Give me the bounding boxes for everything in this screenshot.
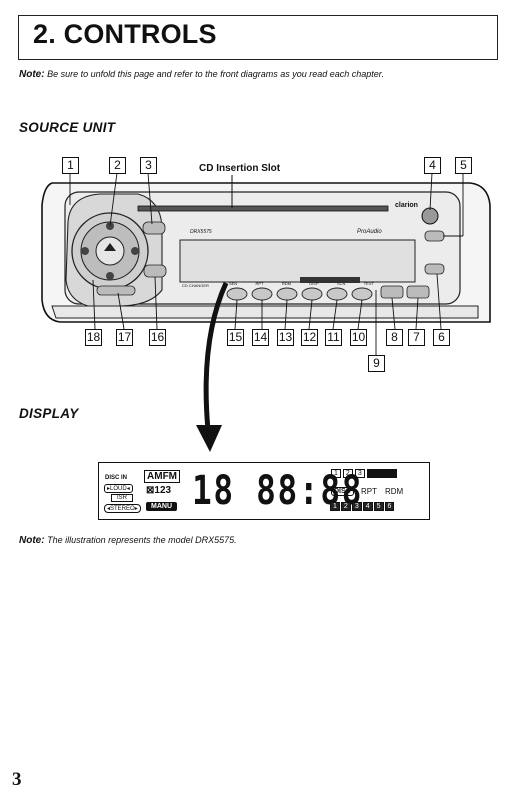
disc-box-5: 5: [373, 502, 384, 511]
preset-number-text: 123: [154, 485, 172, 496]
cd-insertion-slot-label: CD Insertion Slot: [199, 163, 281, 174]
note-bottom-text: The illustration represents the model DR…: [47, 535, 237, 545]
loud-indicator: ▸LOUD◂: [104, 484, 133, 493]
preset-number: ⊠123: [146, 485, 172, 496]
button-label-rpt: RPT: [255, 281, 264, 286]
button-label-rdm: RDM: [281, 281, 291, 286]
disc-box-2: 2: [340, 502, 351, 511]
callout-3: 3: [140, 157, 157, 174]
disc-box-6: 6: [384, 502, 395, 511]
callout-15: 15: [227, 329, 244, 346]
disc-indicator: DISC: [331, 487, 354, 496]
callout-11: 11: [325, 329, 342, 346]
stereo-text: STEREO: [110, 506, 135, 512]
callout-12: 12: [301, 329, 318, 346]
button-label-sen: SEN: [229, 281, 238, 286]
callout-2: 2: [109, 157, 126, 174]
callout-9: 9: [368, 355, 385, 372]
note-top-label: Note:: [19, 69, 45, 80]
note-top: Note: Be sure to unfold this page and re…: [19, 69, 384, 80]
button-label-scn: SCN: [336, 281, 346, 286]
cd-indicator-icon: [366, 469, 397, 478]
model-label: DRX5575: [190, 229, 212, 235]
display-panel: DISC IN ▸LOUD◂ ISR ◂STEREO▸ AMFM ⊠123 MA…: [98, 462, 430, 520]
sub-brand-label: ProAudio: [357, 229, 382, 235]
callout-13: 13: [277, 329, 294, 346]
fm-text: FM: [162, 471, 178, 482]
disc-box-3: 3: [351, 502, 362, 511]
section-heading-source-unit: SOURCE UNIT: [19, 120, 116, 135]
top-preset-boxes: 1 2 3: [331, 469, 397, 478]
callout-14: 14: [252, 329, 269, 346]
disc-box-1: 1: [330, 502, 340, 511]
manu-indicator: MANU: [146, 502, 177, 511]
cd-changer-label: CD CHANGER: [182, 283, 209, 288]
callout-5: 5: [455, 157, 472, 174]
rdm-indicator: RDM: [385, 487, 404, 496]
callout-18: 18: [85, 329, 102, 346]
disc-in-indicator: DISC IN: [105, 475, 128, 481]
callout-10: 10: [350, 329, 367, 346]
brand-label: clarion: [395, 202, 418, 209]
callout-7: 7: [408, 329, 425, 346]
disc-number-boxes: 1 2 3 4 5 6: [330, 502, 395, 511]
page-title: 2. CONTROLS: [33, 19, 217, 49]
top-box-1: 1: [331, 469, 341, 478]
note-top-text: Be sure to unfold this page and refer to…: [47, 69, 384, 79]
am-text: AM: [147, 471, 163, 482]
amfm-indicator: AMFM: [144, 470, 181, 483]
callout-6: 6: [433, 329, 450, 346]
callout-8: 8: [386, 329, 403, 346]
section-heading-display: DISPLAY: [19, 406, 79, 421]
button-label-text: TEXT: [363, 281, 374, 286]
stereo-indicator: ◂STEREO▸: [104, 504, 141, 513]
rpt-indicator: RPT: [361, 487, 377, 496]
callout-4: 4: [424, 157, 441, 174]
callout-17: 17: [116, 329, 133, 346]
title-box: 2. CONTROLS: [18, 15, 498, 60]
note-bottom: Note: The illustration represents the mo…: [19, 535, 237, 546]
callout-1: 1: [62, 157, 79, 174]
disc-box-4: 4: [362, 502, 373, 511]
button-label-row: SEN RPT RDM DISP SCN TEXT: [229, 281, 374, 286]
top-box-3: 3: [354, 469, 365, 478]
page-number: 3: [12, 769, 22, 790]
callout-16: 16: [149, 329, 166, 346]
loud-text: LOUD: [110, 486, 127, 492]
note-bottom-label: Note:: [19, 535, 45, 546]
isr-indicator: ISR: [111, 494, 134, 502]
top-box-2: 2: [342, 469, 353, 478]
button-label-disp: DISP: [309, 281, 319, 286]
